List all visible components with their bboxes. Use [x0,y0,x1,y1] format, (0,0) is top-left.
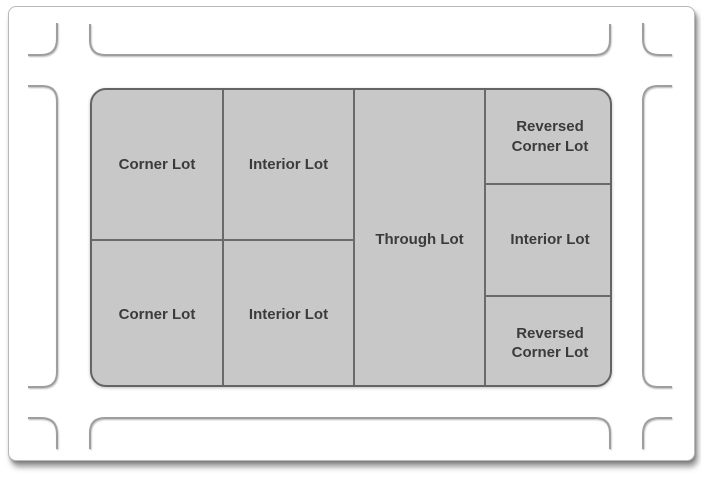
lot-cell-corner-upper: Corner Lot [92,90,222,239]
lot-label: Interior Lot [248,155,329,173]
lot-label: Corner Lot [118,155,196,173]
lot-cell-reversed-corner-upper: Reversed Corner Lot [484,90,610,183]
lot-cell-corner-lower: Corner Lot [92,239,222,385]
lot-cell-reversed-corner-lower: Reversed Corner Lot [484,295,610,385]
lot-label: Corner Lot [118,306,196,324]
lot-label: Interior Lot [510,231,590,249]
lot-cell-interior-lower: Interior Lot [222,239,353,385]
lot-cell-through: Through Lot [353,90,484,385]
lot-label: Reversed Corner Lot [511,324,589,362]
lot-label: Through Lot [375,230,464,248]
city-block: Corner Lot Interior Lot Corner Lot Inter… [90,88,612,387]
lot-cell-interior-upper: Interior Lot [222,90,353,239]
lot-label: Reversed Corner Lot [511,118,589,155]
lot-label: Interior Lot [248,306,329,324]
lot-cell-interior-right: Interior Lot [484,183,610,295]
